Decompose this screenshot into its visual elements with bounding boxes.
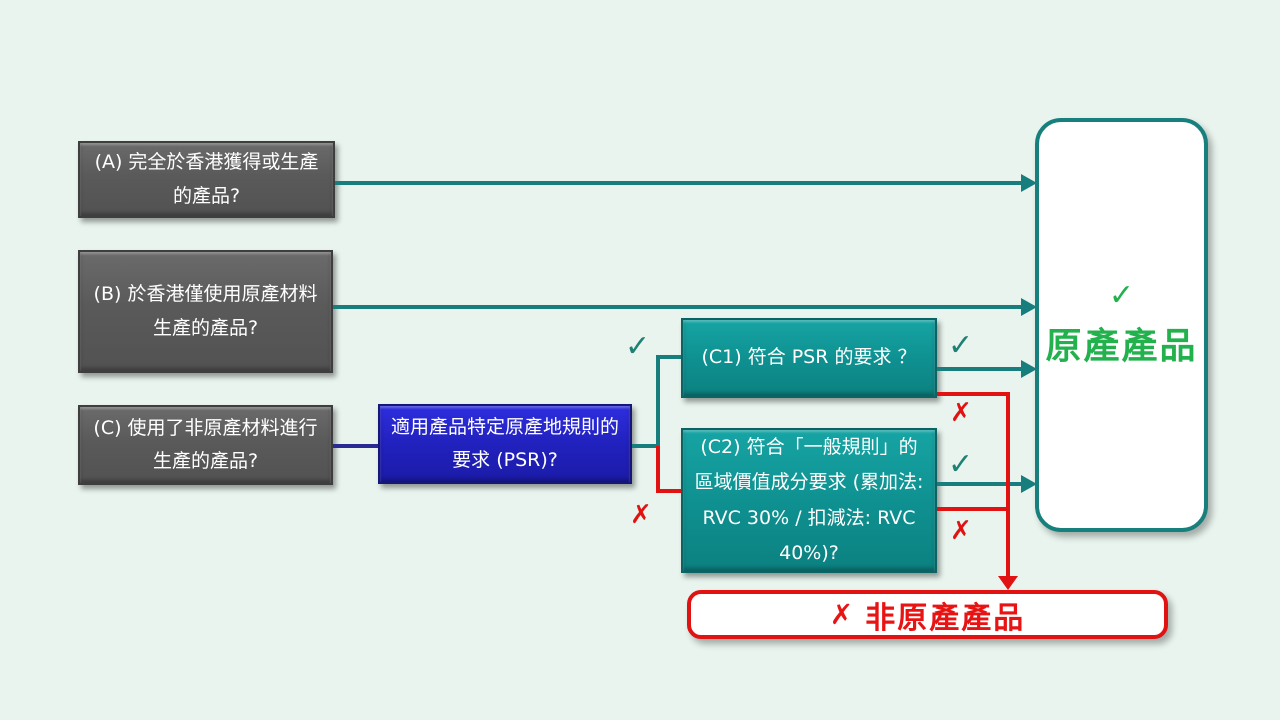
cross-icon-c2: ✗	[950, 516, 972, 546]
connector-c-to-psr	[333, 444, 378, 448]
cross-icon-psr-branch: ✗	[630, 500, 652, 530]
arrowhead-a-icon	[1021, 174, 1037, 192]
psr-rule-box: 適用產品特定原產地規則的要求 (PSR)?	[378, 404, 632, 484]
psr-rule-box-label: 適用產品特定原產地規則的要求 (PSR)?	[390, 415, 619, 471]
non-originating-result-box: ✗ 非原產產品	[687, 590, 1168, 639]
connector-branch-to-c1	[656, 355, 681, 359]
question-box-a: (A) 完全於香港獲得或生產的產品?	[78, 141, 335, 218]
check-icon-c2: ✓	[948, 447, 974, 482]
question-box-b: (B) 於香港僅使用原產材料生產的產品?	[78, 250, 333, 373]
question-box-b-label: (B) 於香港僅使用原產材料生產的產品?	[93, 283, 318, 339]
originating-result-box: ✓ 原產產品	[1035, 118, 1208, 532]
cross-icon: ✗	[829, 597, 854, 631]
question-box-c: (C) 使用了非原產材料進行生產的產品?	[78, 405, 333, 485]
arrowhead-non-originating-icon	[998, 576, 1018, 590]
arrowhead-b-icon	[1021, 298, 1037, 316]
connector-psr-out	[632, 444, 660, 448]
connector-b-to-originating	[333, 305, 1023, 309]
connector-no-to-non-originating	[1006, 392, 1010, 578]
connector-psr-branch-up	[656, 355, 660, 448]
connector-psr-branch-down	[656, 446, 660, 493]
check-icon-psr-branch: ✓	[625, 329, 651, 364]
cross-icon-c1: ✗	[950, 398, 972, 428]
arrowhead-c1-icon	[1021, 360, 1037, 378]
check-icon: ✓	[1108, 278, 1135, 313]
question-box-c2: (C2) 符合「一般規則」的區域價值成分要求 (累加法: RVC 30% / 扣…	[681, 428, 937, 573]
connector-c2-no	[937, 507, 1010, 511]
arrowhead-c2-icon	[1021, 475, 1037, 493]
question-box-c2-label: (C2) 符合「一般規則」的區域價值成分要求 (累加法: RVC 30% / 扣…	[694, 436, 924, 564]
originating-result-label: 原產產品	[1045, 326, 1198, 367]
connector-a-to-originating	[335, 181, 1023, 185]
connector-c2-yes	[937, 482, 1023, 486]
check-icon-c1: ✓	[948, 328, 974, 363]
question-box-a-label: (A) 完全於香港獲得或生產的產品?	[94, 151, 319, 207]
connector-c1-no	[937, 392, 1010, 396]
question-box-c1-label: (C1) 符合 PSR 的要求 ？	[701, 346, 917, 369]
connector-c1-yes	[937, 367, 1023, 371]
connector-branch-to-c2	[656, 489, 681, 493]
question-box-c-label: (C) 使用了非原產材料進行生產的產品?	[93, 416, 318, 472]
non-originating-result-label: 非原產產品	[865, 600, 1026, 636]
question-box-c1: (C1) 符合 PSR 的要求 ？	[681, 318, 937, 398]
